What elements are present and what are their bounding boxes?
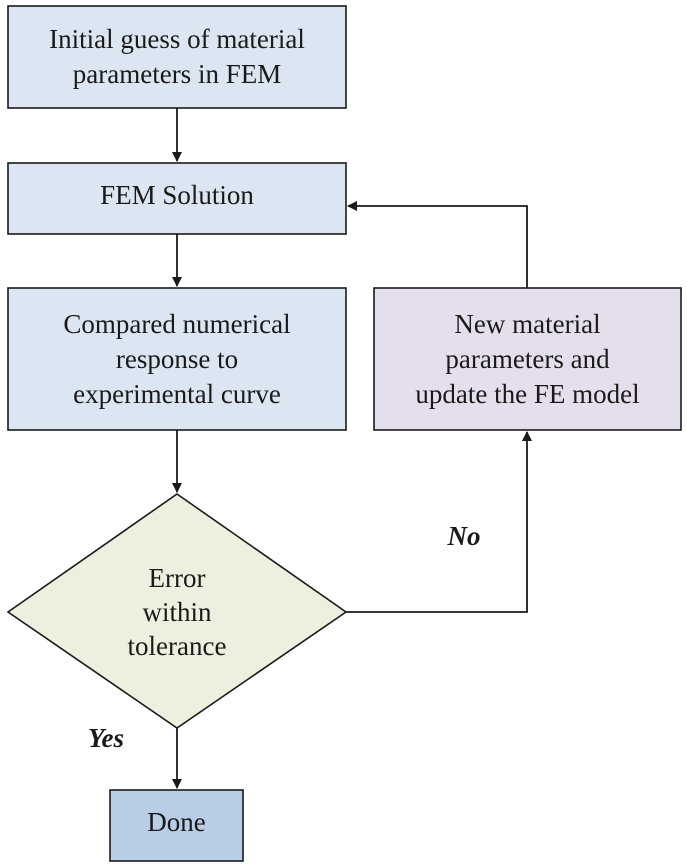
arrow-new-parameters-to-fem: [347, 201, 528, 288]
new-parameters-label: New material parameters and update the F…: [415, 308, 640, 409]
compare-label: Compared numerical response to experimen…: [63, 308, 291, 409]
initial-guess-box: [7, 5, 347, 109]
initial-guess-label: Initial guess of material parameters in …: [49, 24, 305, 89]
done-box: [109, 789, 244, 862]
fem-solution-label: FEM Solution: [100, 180, 254, 210]
done-label: Done: [147, 806, 206, 837]
fem-solution-box: [7, 162, 347, 235]
new-parameters-box: [373, 287, 682, 431]
compare-box: [7, 287, 347, 431]
no-edge-label: No: [447, 520, 481, 551]
decision-label: Error within tolerance: [127, 563, 227, 661]
yes-edge-label: Yes: [88, 722, 124, 753]
arrow-decision-to-new-parameters: [346, 431, 532, 613]
